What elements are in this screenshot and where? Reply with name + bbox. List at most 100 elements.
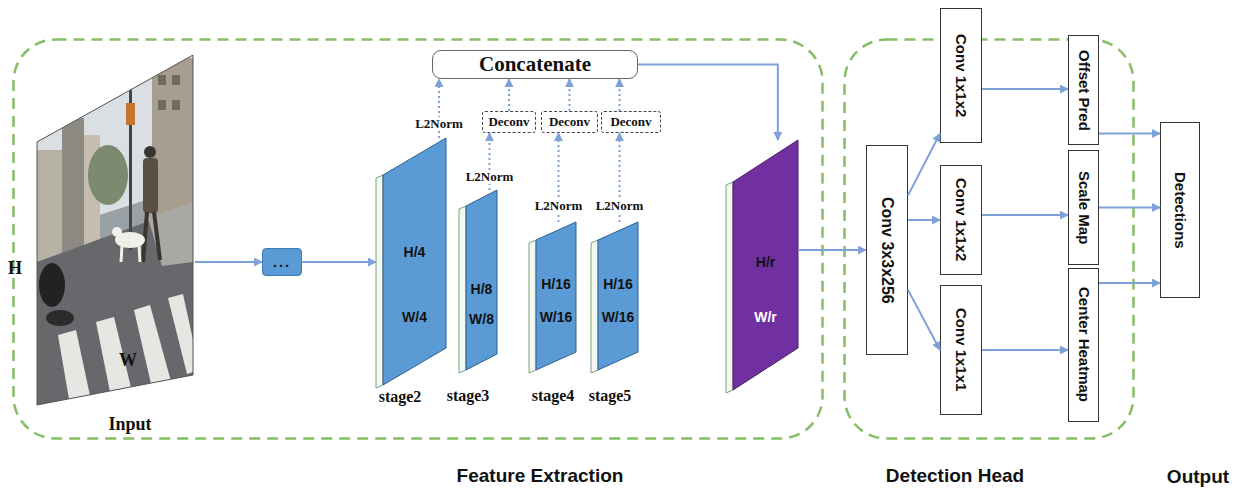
- ellipsis-block: ...: [262, 248, 302, 276]
- arrow-connector: [638, 65, 778, 141]
- dimension-label: W/r: [733, 310, 798, 325]
- box-label: Conv 1x1x2: [941, 9, 981, 142]
- photo-traffic-light: [126, 103, 135, 125]
- photo-pedestrian-body: [143, 158, 158, 213]
- arrow-connector: [1099, 207, 1160, 209]
- dimension-label: W/16: [598, 310, 638, 325]
- arrow-connector: [302, 261, 376, 263]
- photo-dog-head: [112, 227, 122, 237]
- section-label: Output: [1150, 466, 1234, 488]
- conv-box: Conv 1x1x2: [940, 165, 982, 275]
- photo-crosswalk-stripe: [134, 305, 172, 388]
- dimension-label: H/r: [733, 255, 798, 270]
- photo-dog-leg: [139, 245, 140, 262]
- photo-dog-leg: [121, 245, 122, 262]
- dimension-label: W/8: [466, 312, 497, 327]
- slab-side: [726, 182, 733, 393]
- slab-face: [383, 138, 446, 385]
- dimension-label: H/16: [536, 277, 576, 292]
- concatenate-box: Concatenate: [432, 50, 638, 79]
- edge-label: L2Norm: [409, 117, 469, 131]
- slab-side: [529, 240, 536, 373]
- dimension-label: H/8: [466, 282, 497, 297]
- feature-map-slab: H/16W/16stage4: [529, 222, 576, 370]
- photo-pole: [129, 70, 132, 250]
- feature-map-slab: H/8W/8stage3: [459, 190, 497, 370]
- dashed-region-border: [14, 40, 823, 439]
- photo-window: [158, 100, 166, 110]
- stage-label: stage5: [565, 387, 655, 405]
- output-map-box: Center Heatmap: [1068, 268, 1099, 422]
- arrow-connector: [1099, 282, 1160, 284]
- photo-window: [172, 75, 180, 85]
- slab-face: [733, 140, 798, 390]
- stage-label: stage2: [355, 388, 445, 406]
- caption-label: Input: [85, 415, 175, 435]
- slab-side: [591, 240, 598, 373]
- feature-extraction-region: Feature ExtractionHWInput...ConcatenateD…: [12, 38, 824, 440]
- conv-box: Conv 1x1x2: [940, 8, 982, 143]
- box-label: Offset Pred: [1069, 36, 1098, 144]
- deconv-box: Deconv: [482, 111, 536, 133]
- edge-label: L2Norm: [529, 199, 589, 213]
- region-title: Detection Head: [845, 466, 1065, 487]
- input-image: HWInput: [35, 52, 195, 407]
- edge-label: L2Norm: [590, 199, 650, 213]
- slab-face: [598, 222, 638, 370]
- slab-shape: [459, 190, 497, 370]
- output-map-box: Scale Map: [1068, 150, 1099, 265]
- deconv-box: Deconv: [541, 111, 598, 133]
- photo-window: [158, 75, 166, 85]
- stage-label: stage4: [508, 387, 598, 405]
- feature-map-slab: H/16W/16stage5: [591, 222, 638, 370]
- box-label: Concatenate: [433, 51, 637, 78]
- street-photo: [30, 50, 200, 410]
- arrow-connector: [1099, 133, 1160, 135]
- photo-tree: [88, 145, 128, 205]
- arrow-connector: [982, 88, 1068, 90]
- dimension-label: H: [3, 259, 27, 279]
- box-label: Center Heatmap: [1069, 269, 1098, 421]
- conv-box: Conv 3x3x256: [866, 145, 908, 355]
- arrow-connector: [908, 219, 940, 221]
- dotted-arrow: [619, 79, 621, 111]
- box-label: Deconv: [542, 112, 597, 132]
- dimension-label: W/16: [536, 310, 576, 325]
- box-label: Deconv: [483, 112, 535, 132]
- slab-shape: [376, 138, 446, 385]
- arrow-connector: [908, 290, 940, 350]
- photo-base: [30, 50, 200, 410]
- region-title: Feature Extraction: [330, 466, 750, 487]
- photo-pedestrian-head: [144, 146, 156, 158]
- dimension-label: W: [116, 351, 140, 371]
- arrow-connector: [982, 214, 1068, 216]
- photo-building: [152, 58, 193, 228]
- detection-head-region: Detection HeadConv 3x3x256Conv 1x1x2Conv…: [843, 38, 1135, 440]
- box-label: Scale Map: [1069, 151, 1098, 264]
- slab-side: [459, 206, 466, 373]
- dotted-arrow: [508, 79, 510, 111]
- box-label: Conv 1x1x2: [941, 166, 981, 274]
- slab-face: [536, 222, 576, 370]
- fused-feature-map: H/rW/r: [726, 140, 798, 390]
- box-label: Conv 3x3x256: [867, 146, 907, 354]
- arrow-connector: [908, 134, 940, 196]
- detections-box: Detections: [1160, 122, 1200, 298]
- feature-map-slab: H/4W/4stage2: [376, 138, 446, 385]
- slab-side: [376, 175, 383, 388]
- deconv-box: Deconv: [601, 111, 661, 133]
- box-label: Deconv: [602, 112, 660, 132]
- conv-box: Conv 1x1x1: [940, 285, 982, 415]
- photo-pedestrian-leg: [154, 212, 160, 260]
- photo-dog-left: [46, 310, 74, 326]
- box-label: Detections: [1161, 123, 1199, 297]
- slab-face: [466, 190, 497, 370]
- box-label: Conv 1x1x1: [941, 286, 981, 414]
- photo-window: [172, 100, 180, 110]
- ellipsis-text: ...: [263, 249, 301, 275]
- slab-shape: [591, 222, 638, 370]
- photo-building: [62, 118, 84, 263]
